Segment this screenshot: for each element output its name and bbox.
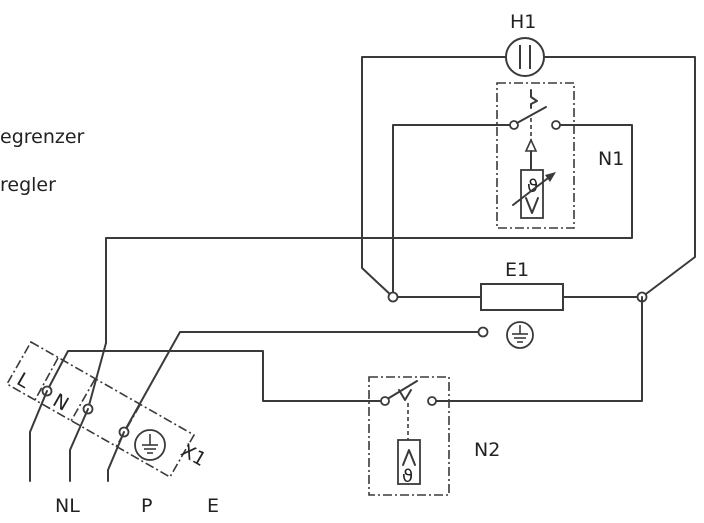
x1-label: X1 (177, 439, 210, 471)
n2-label: N2 (474, 439, 500, 461)
n2-housing (368, 376, 450, 496)
n1-sensor-symbol: ϑ (512, 169, 556, 219)
bottom-label-nl: NL (55, 495, 80, 517)
n2-sensor-symbol: ϑ (397, 439, 421, 487)
earth-wire (123, 331, 479, 433)
lead-wire-nl-2 (69, 408, 89, 482)
h1-lamp-loop (361, 56, 696, 298)
e1-label: E1 (505, 259, 529, 281)
lead-wire-nl-1 (29, 390, 48, 482)
terminal-earth-icon (134, 429, 166, 461)
n1-label: N1 (598, 148, 624, 170)
n1-actuator-link (524, 118, 538, 171)
h1-label: H1 (510, 11, 536, 33)
legend-text-2: regler (0, 174, 56, 196)
n2-switch-contact (380, 380, 437, 440)
h1-lamp-symbol (505, 37, 545, 77)
lead-wire-p (107, 431, 125, 482)
terminal-n-mark: N (49, 389, 72, 415)
svg-text:ϑ: ϑ (527, 176, 538, 197)
earth-ground-icon (506, 321, 534, 349)
l-supply-wire (46, 350, 381, 402)
svg-text:ϑ: ϑ (402, 466, 413, 487)
earth-node (477, 326, 489, 338)
e1-heater-symbol (480, 283, 564, 311)
n-supply-wire (87, 342, 107, 410)
n1-housing (496, 82, 575, 229)
n2-return-wire (431, 296, 643, 402)
bottom-label-p: P (141, 495, 152, 517)
n1-return-wire (105, 124, 633, 344)
legend-text-1: egrenzer (0, 126, 85, 148)
n1-switch-contact (509, 89, 561, 130)
bottom-label-e: E (207, 495, 219, 517)
n1-feed-wire (392, 124, 511, 298)
e1-left-node (387, 291, 399, 303)
